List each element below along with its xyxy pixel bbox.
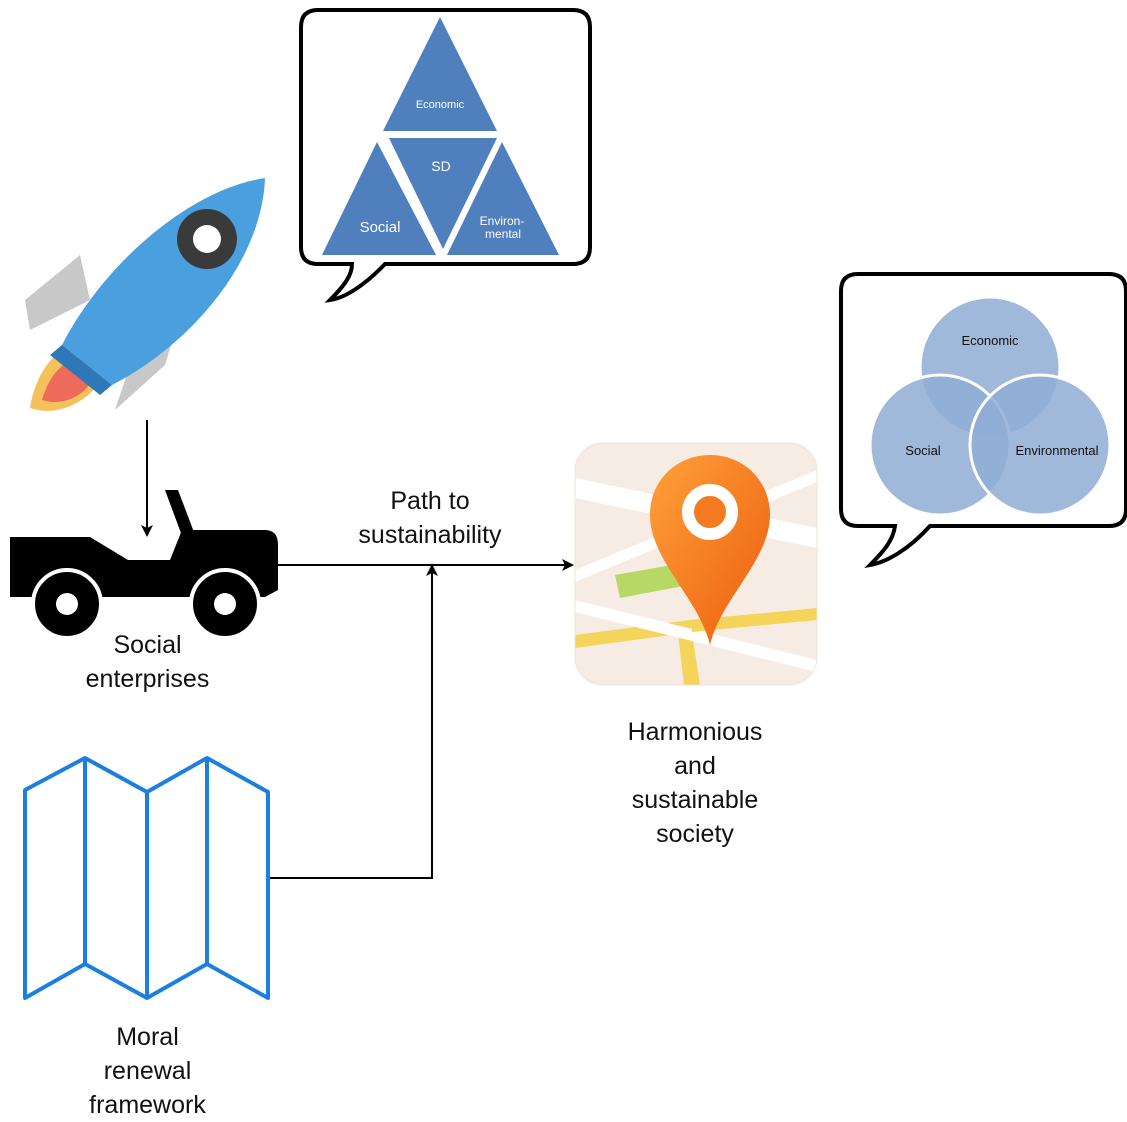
label-moral-line: renewal — [103, 1057, 192, 1085]
label-harmonious-line: Harmonious — [627, 718, 763, 746]
triangle-label-social: Social — [360, 219, 401, 236]
venn-label-social: Social — [905, 443, 941, 458]
triangle-callout: Economic SD Social Environ- mental — [299, 8, 592, 303]
label-moral-renewal-framework: Moral renewal framework — [40, 1020, 255, 1122]
label-path-to-sustainability: Path to sustainability — [320, 484, 540, 552]
label-harmonious-line: and — [674, 752, 716, 780]
arrow-framework-to-path — [270, 564, 438, 879]
venn-callout: Economic Social Environmental — [839, 272, 1127, 569]
label-social-enterprises-line: enterprises — [85, 665, 210, 693]
rocket-icon — [25, 178, 265, 411]
triangle-label-economic: Economic — [416, 99, 465, 111]
label-moral-line: framework — [89, 1091, 206, 1119]
label-harmonious-line: society — [656, 820, 734, 848]
triangle-social — [322, 142, 436, 255]
jeep-icon — [10, 490, 278, 640]
map-pin-icon — [574, 442, 818, 686]
triangle-label-sd: SD — [431, 158, 450, 174]
label-social-enterprises: Social enterprises — [40, 628, 255, 696]
folded-map-icon — [23, 756, 270, 1000]
triangle-sd — [389, 138, 497, 249]
triangle-label-environmental-1: Environ- — [480, 214, 525, 228]
triangle-economic — [383, 17, 497, 131]
venn-circle-environmental — [968, 373, 1112, 517]
triangle-label-environmental-2: mental — [485, 227, 521, 241]
venn-label-environmental: Environmental — [1015, 443, 1098, 458]
label-harmonious-line: sustainable — [631, 786, 759, 814]
venn-label-economic: Economic — [961, 333, 1019, 348]
label-path-line: sustainability — [358, 521, 502, 549]
label-harmonious-society: Harmonious and sustainable society — [570, 715, 820, 851]
label-path-line: Path to — [390, 487, 470, 515]
label-moral-line: Moral — [116, 1023, 179, 1051]
triangle-environmental — [447, 142, 559, 255]
label-social-enterprises-line: Social — [113, 631, 182, 659]
